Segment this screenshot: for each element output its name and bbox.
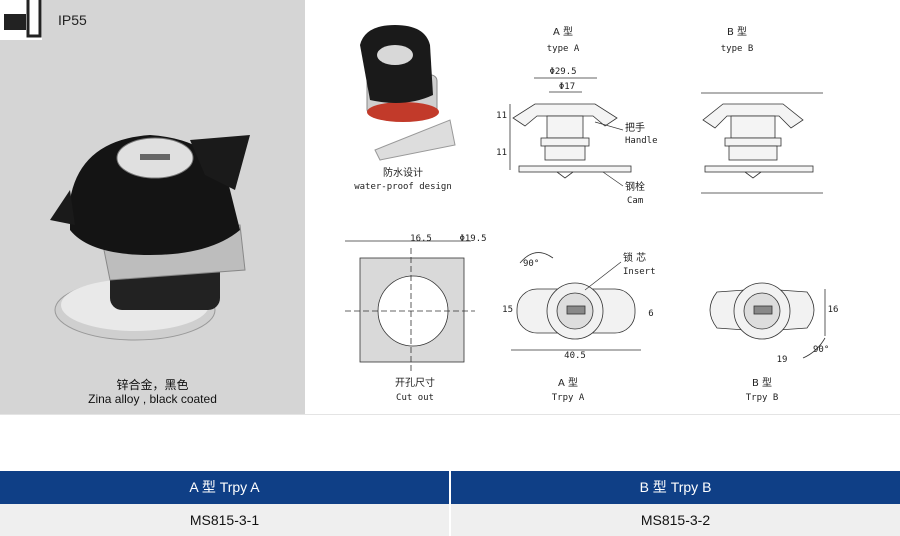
material-caption-en: Zina alloy , black coated [88,392,217,406]
front-a-label-en: Trpy A [552,393,585,403]
cutout-drawing [345,240,475,374]
dim-16-5: 16.5 [410,234,432,244]
brand-logo-icon [0,0,42,40]
model-table: A 型 Trpy A B 型 Trpy B MS815-3-1 MS815-3-… [0,471,900,536]
dim-15: 15 [502,305,513,315]
table-header-type-a: A 型 Trpy A [0,471,449,504]
waterproof-label-cn: 防水设计 [383,166,423,179]
material-caption-cn: 锌合金，黑色 [116,378,189,392]
technical-drawings: 防水设计 water-proof design A 型 type A Φ29.5… [345,25,839,403]
dim-6: 6 [648,309,653,319]
spacer [0,414,900,472]
dim-11-upper: 11 [496,111,507,121]
waterproof-photo [360,25,456,161]
insert-label-en: Insert [623,267,656,277]
angle-90-a: 90° [523,259,539,269]
front-b-label-en: Trpy B [746,393,779,403]
product-photo-panel: IP55 锌合金，黑色 Zina alloy , black coated [0,0,305,414]
dim-phi-29-5: Φ29.5 [549,67,576,77]
type-b-side-drawing [701,92,823,194]
cam-lock-photo [50,135,250,341]
dim-phi-17: Φ17 [559,82,575,92]
waterproof-label-en: water-proof design [354,182,452,192]
angle-90-b: 90° [813,345,829,355]
dim-19: 19 [777,355,788,365]
handle-label-en: Handle [625,136,658,146]
dim-11-lower: 11 [496,148,507,158]
table-cell-model-b: MS815-3-2 [451,504,900,536]
table-header-type-b: B 型 Trpy B [451,471,900,504]
cam-label-cn: 钢栓 [625,180,645,193]
type-b-title-cn: B 型 [727,25,747,38]
ip-rating-label: IP55 [58,12,87,28]
type-a-title-en: type A [547,44,580,54]
type-a-title-cn: A 型 [553,25,573,38]
cutout-label-en: Cut out [396,393,434,403]
type-b-title-en: type B [721,44,754,54]
type-b-front-drawing [709,282,826,359]
front-b-label-cn: B 型 [752,376,772,389]
handle-label-cn: 把手 [625,121,645,134]
dim-16: 16 [828,305,839,315]
table-cell-model-a: MS815-3-1 [0,504,449,536]
front-a-label-cn: A 型 [558,376,578,389]
dim-phi-19-5: Φ19.5 [459,234,486,244]
cutout-label-cn: 开孔尺寸 [395,376,435,389]
type-a-front-drawing [511,252,641,351]
insert-label-cn: 锁 芯 [623,251,646,264]
type-a-side-drawing [509,77,632,179]
dim-40-5: 40.5 [564,351,586,361]
cam-label-en: Cam [627,196,643,206]
